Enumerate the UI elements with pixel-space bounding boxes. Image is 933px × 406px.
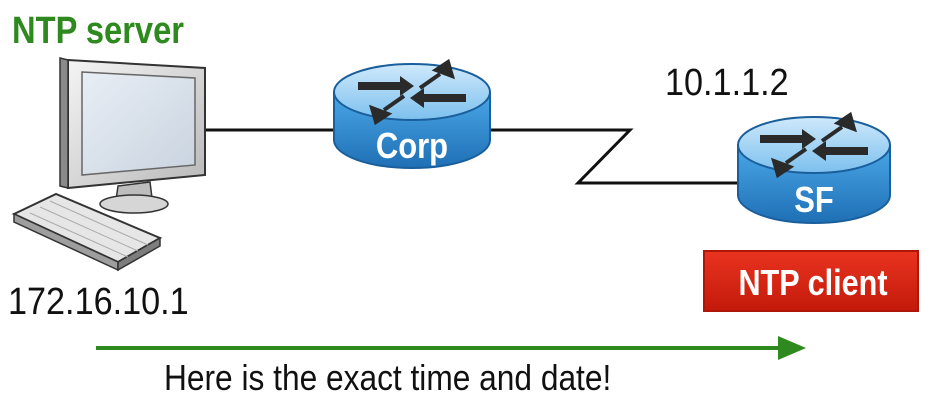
ntp-server-label: NTP server bbox=[12, 10, 184, 52]
serial-link-corp-sf bbox=[490, 128, 738, 185]
router-label-sf: SF bbox=[794, 181, 834, 221]
desktop-computer-icon bbox=[11, 57, 206, 272]
ntp-client-badge: NTP client bbox=[703, 250, 919, 312]
router-icon bbox=[737, 111, 891, 224]
sf-router-ip-address: 10.1.1.2 bbox=[665, 62, 789, 104]
router-icon bbox=[333, 58, 491, 169]
ntp-client-label: NTP client bbox=[738, 262, 888, 303]
router-label-corp: Corp bbox=[376, 127, 448, 167]
server-ip-address: 172.16.10.1 bbox=[8, 281, 189, 323]
time-flow-arrow bbox=[96, 336, 806, 360]
flow-caption: Here is the exact time and date! bbox=[164, 357, 612, 398]
